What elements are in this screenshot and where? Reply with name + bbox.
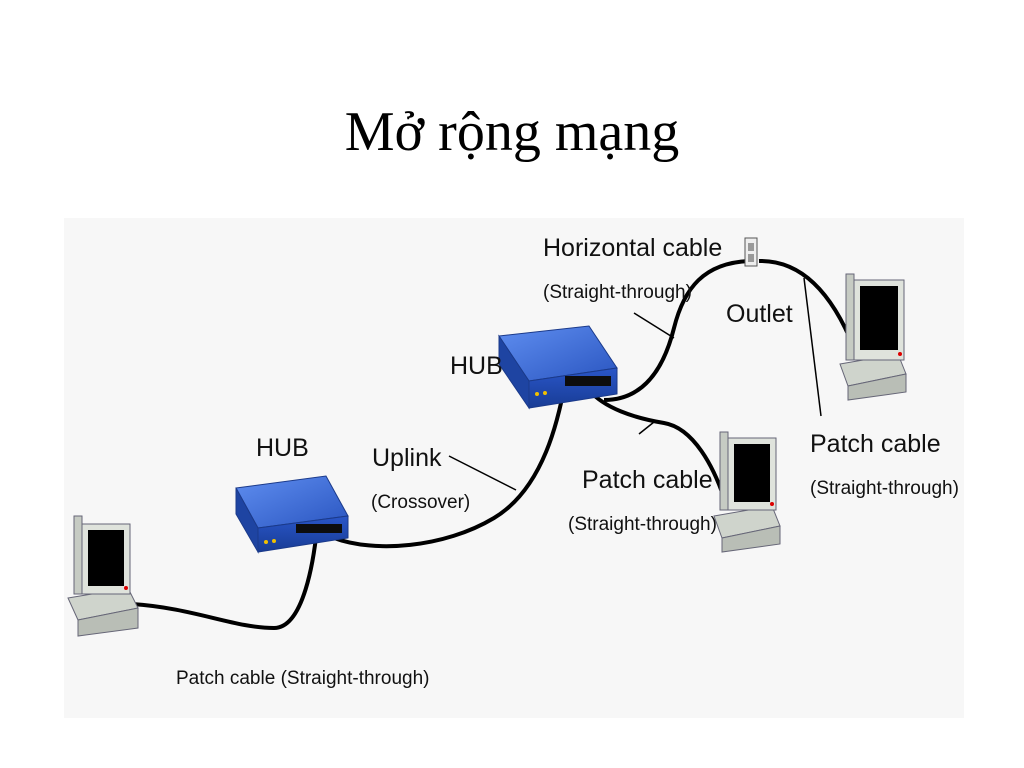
leader-horizontal	[633, 312, 675, 339]
label-hub-left: HUB	[256, 434, 309, 462]
label-uplink-type: (Crossover)	[371, 492, 470, 513]
cable-patch-bottom	[131, 527, 319, 631]
cable-horizontal	[603, 259, 750, 402]
label-horizontal-type: (Straight-through)	[543, 282, 692, 303]
hub-icon	[498, 325, 618, 410]
label-hub-center: HUB	[450, 352, 503, 380]
label-patch-right: Patch cable	[810, 430, 941, 458]
leader-uplink	[448, 455, 517, 491]
label-patch-right-type: (Straight-through)	[810, 478, 959, 499]
hub-icon	[235, 475, 349, 554]
label-horizontal-cable: Horizontal cable	[543, 234, 722, 262]
label-patch-center: Patch cable	[582, 466, 713, 494]
label-patch-center-type: (Straight-through)	[568, 514, 717, 535]
leader-patch-center	[638, 421, 655, 435]
slide-title: Mở rộng mạng	[344, 101, 680, 163]
label-uplink: Uplink	[372, 444, 442, 472]
cable-patch-center	[587, 388, 726, 499]
cables	[131, 258, 856, 631]
computer-icon	[67, 515, 139, 637]
wall-outlet-icon	[744, 237, 758, 267]
label-outlet: Outlet	[726, 300, 793, 328]
leader-patch-right	[803, 277, 822, 417]
network-diagram: HUB HUB Uplink (Crossover) Horizontal ca…	[64, 218, 964, 718]
leader-lines	[448, 277, 822, 491]
computer-icon	[839, 273, 907, 401]
computer-icon	[713, 431, 781, 553]
label-patch-bottom: Patch cable (Straight-through)	[176, 668, 429, 689]
cable-uplink	[333, 377, 568, 549]
